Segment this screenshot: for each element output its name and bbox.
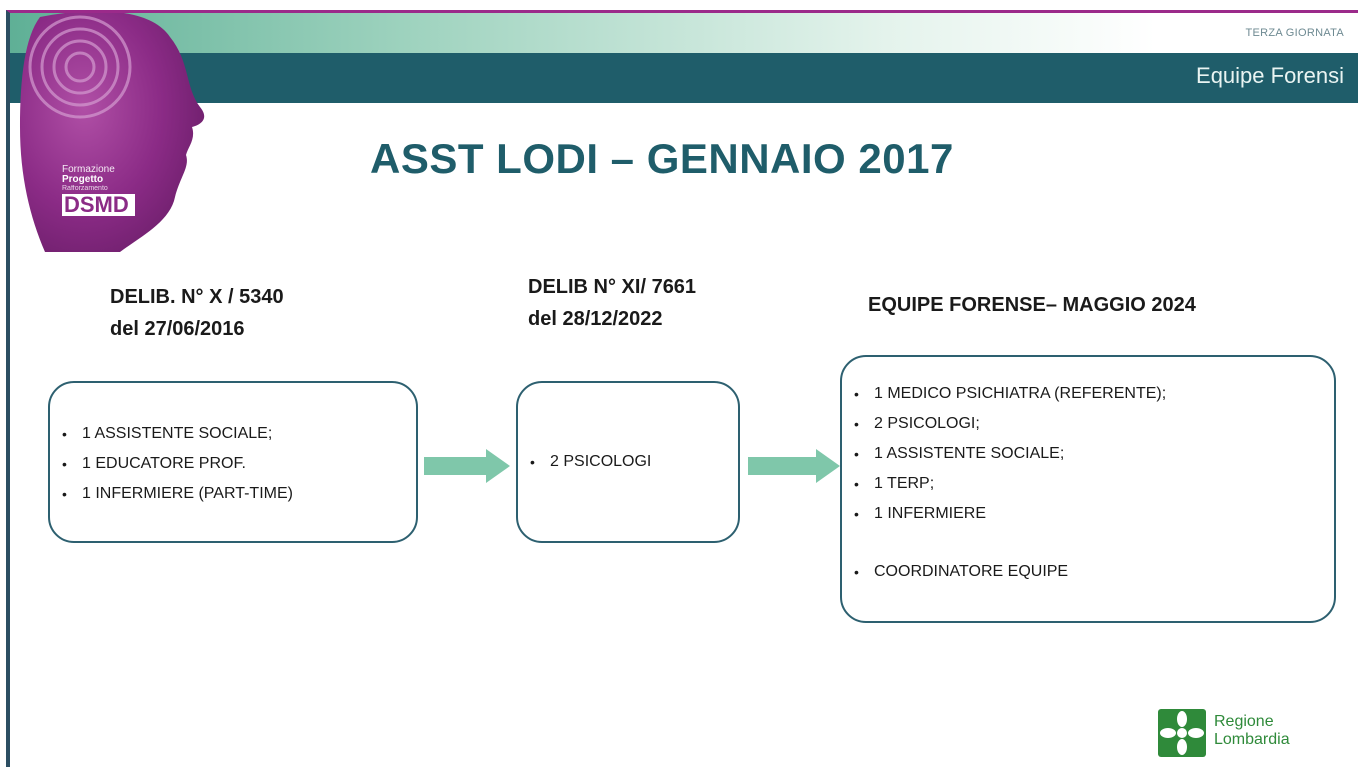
arrow-right-icon — [424, 449, 510, 483]
header-gradient-bar — [10, 13, 1358, 53]
logo-text: Formazione Progetto Rafforzamento DSMD — [62, 165, 135, 216]
column-3-list: 1 MEDICO PSICHIATRA (REFERENTE); 2 PSICO… — [842, 379, 1334, 587]
column-3-heading-line1: EQUIPE FORENSE– MAGGIO 2024 — [868, 294, 1196, 316]
dsmd-logo: Formazione Progetto Rafforzamento DSMD — [10, 13, 210, 262]
header-day-label: TERZA GIORNATA — [1245, 27, 1344, 39]
column-1-heading: DELIB. N° X / 5340 del 27/06/2016 — [110, 281, 284, 345]
list-item: 2 PSICOLOGI — [518, 447, 738, 477]
list-item: 1 EDUCATORE PROF. — [50, 449, 416, 479]
list-item: 1 ASSISTENTE SOCIALE; — [842, 439, 1334, 469]
column-1-heading-line2: del 27/06/2016 — [110, 318, 245, 340]
column-2-heading-line2: del 28/12/2022 — [528, 308, 663, 330]
column-1-list: 1 ASSISTENTE SOCIALE; 1 EDUCATORE PROF. … — [50, 419, 416, 509]
regione-lombardia-text: Regione Lombardia — [1214, 713, 1290, 749]
regione-lombardia-logo: Regione Lombardia — [1158, 707, 1338, 759]
list-item: 1 INFERMIERE — [842, 499, 1334, 529]
logo-line2: Progetto — [62, 174, 104, 185]
slide-title: ASST LODI – GENNAIO 2017 — [370, 135, 954, 182]
list-item: 2 PSICOLOGI; — [842, 409, 1334, 439]
column-2-heading: DELIB N° XI/ 7661 del 28/12/2022 — [528, 271, 696, 335]
column-3-heading: EQUIPE FORENSE– MAGGIO 2024 — [868, 289, 1196, 321]
column-2-list: 2 PSICOLOGI — [518, 447, 738, 477]
column-1-heading-line1: DELIB. N° X / 5340 — [110, 286, 284, 308]
column-1-box: 1 ASSISTENTE SOCIALE; 1 EDUCATORE PROF. … — [48, 381, 418, 543]
arrow-right-icon — [748, 449, 840, 483]
lombardia-line: Lombardia — [1214, 731, 1290, 748]
list-item: 1 INFERMIERE (PART-TIME) — [50, 479, 416, 509]
header-section-label: Equipe Forensi — [1196, 63, 1344, 88]
list-item: COORDINATORE EQUIPE — [842, 557, 1334, 587]
regione-line: Regione — [1214, 713, 1274, 730]
header-dark-bar — [10, 53, 1358, 103]
list-item: 1 MEDICO PSICHIATRA (REFERENTE); — [842, 379, 1334, 409]
slide: TERZA GIORNATA Equipe Forensi Formazione… — [6, 10, 1358, 767]
column-3-box: 1 MEDICO PSICHIATRA (REFERENTE); 2 PSICO… — [840, 355, 1336, 623]
list-item: 1 TERP; — [842, 469, 1334, 499]
logo-acronym: DSMD — [62, 194, 135, 216]
regione-lombardia-mark-icon — [1158, 709, 1206, 757]
logo-line1: Formazione — [62, 164, 115, 175]
column-2-heading-line1: DELIB N° XI/ 7661 — [528, 276, 697, 298]
profile-head-icon — [20, 13, 205, 252]
column-2-box: 2 PSICOLOGI — [516, 381, 740, 543]
list-item: 1 ASSISTENTE SOCIALE; — [50, 419, 416, 449]
logo-line3: Rafforzamento — [62, 185, 108, 192]
